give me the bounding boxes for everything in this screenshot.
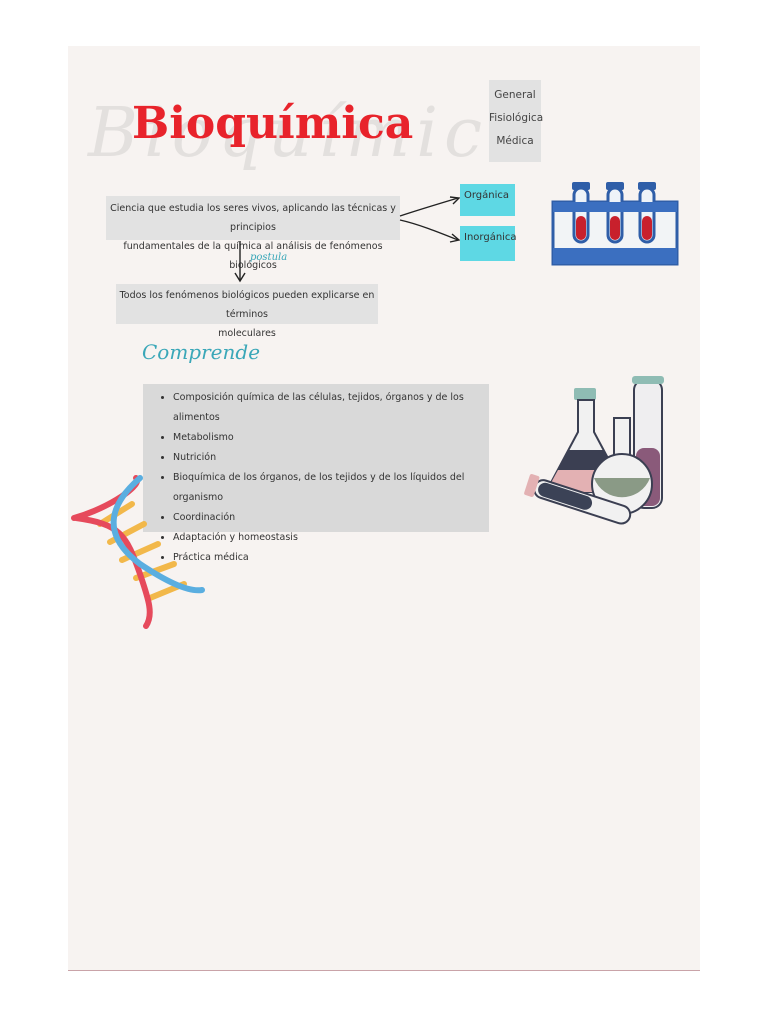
arrow-to-organica [399, 197, 459, 217]
list-item: Nutrición [173, 448, 489, 468]
page-title: Bioquímica [132, 98, 414, 149]
list-item: Metabolismo [173, 428, 489, 448]
inorganica-box: Inorgánica [460, 226, 517, 261]
statement-line: moleculares [218, 328, 276, 339]
definition-line: fundamentales de la química al análisis … [123, 241, 383, 271]
comprende-list-box: Composición química de las células, teji… [143, 384, 489, 563]
arrow-to-inorganica [399, 219, 459, 241]
list-item: Adaptación y homeostasis [173, 528, 489, 548]
comprende-list: Composición química de las células, teji… [143, 384, 489, 568]
list-item: Práctica médica [173, 548, 489, 568]
statement-line: Todos los fenómenos biológicos pueden ex… [119, 290, 375, 320]
types-box: General Fisiológica Médica [489, 80, 544, 162]
comprende-heading: Comprende [142, 340, 261, 364]
type-item: Médica [496, 135, 534, 147]
type-item: General [494, 89, 536, 101]
list-item: Composición química de las células, teji… [173, 388, 489, 428]
list-item: Coordinación [173, 508, 489, 528]
postula-label: postula [250, 252, 288, 263]
dna-helix-icon [71, 475, 205, 629]
definition-box: Ciencia que estudia los seres vivos, apl… [106, 196, 400, 271]
test-tube-rack-icon [551, 182, 679, 266]
document-page: Bioquímica Bioquímica General Fisiológic… [68, 46, 700, 971]
type-item: Fisiológica [489, 112, 544, 124]
branch-arrows [399, 196, 461, 243]
lab-flasks-icon [524, 376, 664, 525]
definition-line: Ciencia que estudia los seres vivos, apl… [110, 203, 396, 233]
down-arrow-icon [234, 241, 246, 283]
statement-box: Todos los fenómenos biológicos pueden ex… [116, 284, 378, 339]
title-watermark: Bioquímica [88, 94, 535, 173]
list-item: Bioquímica de los órganos, de los tejido… [173, 468, 489, 508]
organica-box: Orgánica [460, 184, 515, 216]
